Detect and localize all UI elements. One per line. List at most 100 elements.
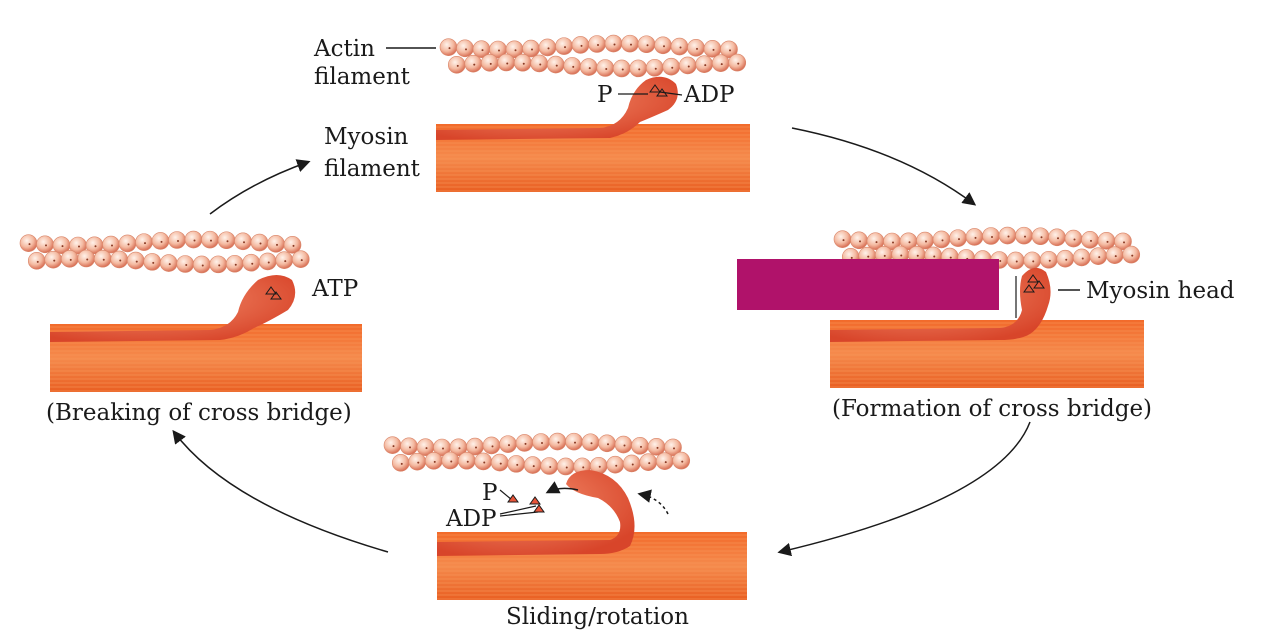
actin-bead-dot (61, 245, 64, 248)
actin-bead-dot (506, 62, 509, 65)
actin-bead (201, 230, 219, 249)
actin-bead (1006, 251, 1025, 270)
atp-icon-left-1 (265, 286, 277, 295)
actin-bead-dot (111, 244, 113, 247)
actin-bead-dot (883, 254, 886, 257)
actin-bead (482, 436, 501, 455)
actin-bead (19, 234, 38, 252)
actin-bead-dot (491, 445, 494, 448)
actin-bead (982, 227, 1000, 245)
actin-bead-dot (425, 447, 428, 450)
actin-bead-dot (640, 445, 642, 448)
actin-bead-dot (481, 49, 484, 52)
cycle-arrow-right-to-bottom (777, 421, 1031, 557)
actin-bead-dot (78, 245, 80, 248)
actin-bead (424, 452, 443, 470)
actin-bead (457, 451, 476, 470)
actin-bead-dot (630, 43, 632, 46)
adp-icon-bottom-2 (533, 504, 545, 513)
actin-bead-dot (450, 460, 453, 463)
actin-bead-dot (499, 462, 502, 465)
actin-bead (275, 251, 294, 269)
actin-bead (563, 57, 582, 75)
actin-bead-dot (516, 463, 519, 466)
actin-bead (687, 39, 705, 57)
actin-bead-dot (974, 236, 977, 239)
actin-bead (77, 249, 96, 268)
actin-bead-dot (45, 244, 47, 247)
actin-bead-dot (615, 464, 618, 467)
actin-bead-dot (673, 447, 675, 450)
actin-bead-dot (564, 46, 566, 49)
actin-bead (833, 230, 852, 248)
actin-bead (588, 35, 606, 53)
actin-bead (441, 451, 460, 470)
actin-bead-dot (483, 461, 486, 464)
actin-bead-dot (681, 460, 684, 463)
actin-bead (637, 35, 656, 54)
actin-bead-dot (251, 262, 254, 265)
actin-bead-dot (193, 239, 196, 242)
actin-bead (497, 53, 516, 72)
actin-bead (604, 34, 623, 53)
actin-bead (596, 59, 615, 77)
actin-bead-dot (102, 258, 105, 261)
atp-icon-right-1 (1027, 274, 1039, 283)
actin-bead-dot (135, 260, 138, 263)
p-label-bottom: P (482, 480, 497, 506)
actin-bead (474, 452, 493, 471)
actin-bead-dot (588, 67, 591, 70)
actin-bead (530, 54, 549, 73)
actin-bead (555, 37, 573, 55)
actin-bead-dot (448, 47, 451, 50)
actin-bead (464, 54, 483, 73)
actin-bead-dot (720, 63, 723, 66)
actin-bead-dot (941, 239, 944, 242)
cycle-arrow-bottom-to-left (172, 429, 389, 553)
stage-bottom: P ADP Sliding/rotation (383, 432, 747, 630)
actin-bead (728, 53, 747, 72)
actin-bead-dot (531, 48, 533, 51)
actin-bead-dot (524, 442, 527, 445)
actin-bead-dot (160, 240, 163, 243)
actin-bead (850, 231, 868, 250)
actin-bead-dot (1081, 257, 1084, 260)
actin-bead-dot (850, 256, 853, 259)
actin-filament-bottom (383, 432, 691, 476)
actin-bead-dot (177, 239, 179, 242)
actin-bead (662, 57, 681, 76)
actin-label-line1: Actin (313, 36, 375, 62)
actin-bead (1031, 227, 1050, 246)
actin-bead (532, 433, 550, 451)
actin-bead (513, 53, 532, 72)
actin-bead (678, 56, 697, 75)
actin-bead (538, 38, 557, 57)
actin-bead-dot (36, 260, 39, 263)
cycle-arrow-top-to-right (791, 127, 977, 206)
actin-bead (27, 252, 46, 270)
actin-bead-dot (276, 243, 278, 246)
actin-bead-dot (565, 466, 568, 469)
actin-bead-dot (646, 44, 649, 47)
actin-bead-dot (532, 465, 535, 468)
actin-bead (639, 453, 658, 471)
actin-bead (447, 56, 466, 74)
actin-bead (258, 252, 277, 271)
actin-bead-dot (1098, 256, 1101, 259)
actin-bead-dot (210, 239, 212, 242)
actin-bead-dot (1048, 259, 1051, 262)
actin-bead-dot (508, 444, 510, 447)
caption-sliding: Sliding/rotation (506, 604, 689, 630)
atp-icon-right-2 (1033, 280, 1045, 289)
actin-bead-dot (53, 259, 56, 262)
actin-bead-dot (284, 260, 287, 263)
actin-bead-dot (574, 441, 576, 444)
actin-bead (523, 456, 542, 474)
actin-bead-dot (292, 244, 295, 247)
actin-bead-dot (842, 239, 845, 242)
rotation-arrow (637, 489, 669, 515)
actin-bead (291, 250, 310, 268)
adp-icon-top (656, 88, 668, 97)
actin-bead-dot (621, 68, 624, 71)
actin-bead-dot (300, 259, 303, 262)
